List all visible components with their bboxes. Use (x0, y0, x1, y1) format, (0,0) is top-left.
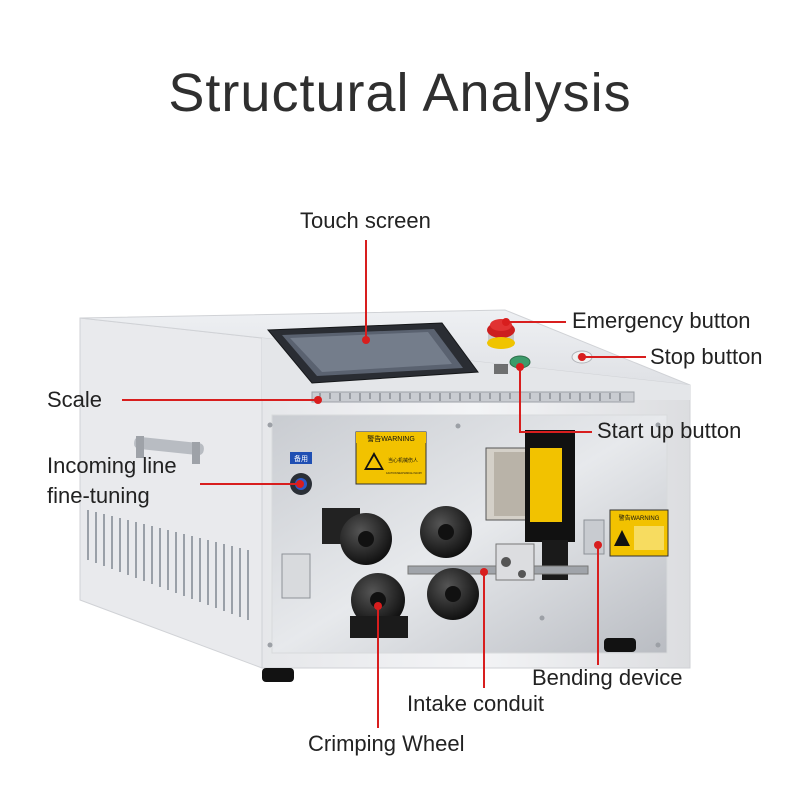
label-emergency-button: Emergency button (572, 308, 751, 333)
foot-left (262, 668, 294, 682)
leader-dots (296, 318, 602, 610)
label-scale: Scale (47, 387, 103, 412)
bending-device (485, 430, 605, 580)
leader-start-button (519, 367, 592, 433)
svg-text:备用: 备用 (294, 454, 308, 463)
scale-strip (311, 391, 635, 403)
side-vents (87, 510, 249, 620)
label-bending-device: Bending device (532, 665, 683, 690)
page-title: Structural Analysis (168, 63, 632, 123)
label-stop-button: Stop button (650, 344, 763, 369)
touch-screen (266, 322, 479, 384)
label-touch-screen: Touch screen (300, 208, 431, 233)
label-crimping-wheel: Crimping Wheel (308, 731, 465, 756)
left-bracket (281, 553, 311, 599)
warning-label-left: 警告WARNING 当心机械伤人 CAUTION MECHANICAL INJU… (355, 431, 427, 485)
side-handle (134, 436, 204, 464)
svg-text:当心机械伤人: 当心机械伤人 (388, 457, 418, 464)
svg-text:CAUTION MECHANICAL INJURY: CAUTION MECHANICAL INJURY (386, 472, 423, 475)
svg-text:警告WARNING: 警告WARNING (367, 434, 415, 443)
emergency-button-illustration (487, 319, 515, 349)
label-incoming-line: Incoming line (47, 453, 177, 478)
leader-lines (122, 240, 646, 728)
intake-conduit (407, 543, 589, 581)
label-intake-conduit: Intake conduit (407, 691, 544, 716)
foot-right (604, 638, 636, 652)
label-start-up-button: Start up button (597, 418, 742, 443)
label-fine-tuning: fine-tuning (47, 483, 150, 508)
warning-label-right: 警告WARNING (609, 509, 669, 557)
svg-text:警告WARNING: 警告WARNING (619, 514, 660, 522)
